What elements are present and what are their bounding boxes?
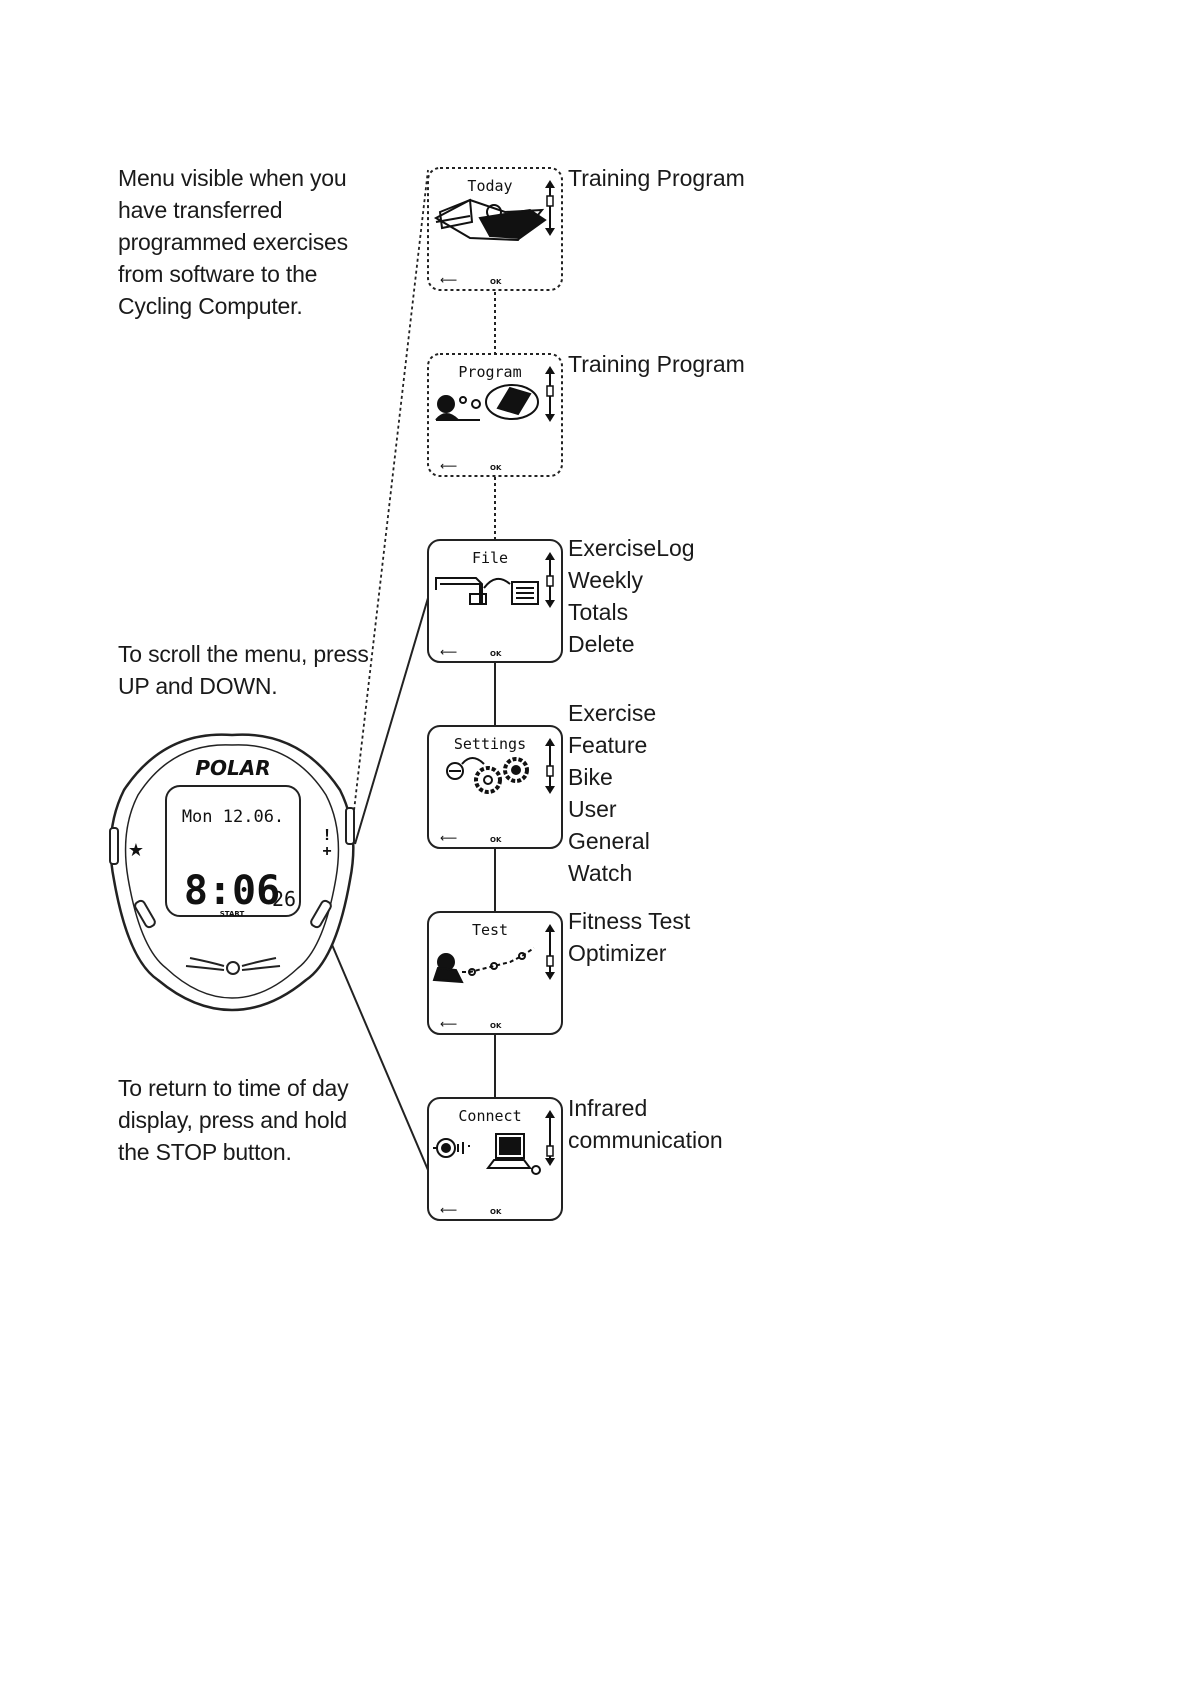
light-button[interactable] [109,827,119,865]
device-brand-logo: POLAR [195,756,270,780]
screen-today-title: Today [467,177,512,195]
screen-connect-scroll-thumb [546,1145,554,1157]
screen-test-scroll-up-icon [545,924,555,932]
down-arrow-icon: + [322,843,331,860]
device-bottom-ornament [185,957,281,975]
labels-test: Fitness Test Optimizer [568,908,691,966]
screen-program-ok-label: OK [490,464,502,472]
connector-lines [329,169,496,1171]
screen-settings-frame [427,725,563,849]
note-return: To return to time of day display, press … [118,1075,349,1165]
labels-file: ExerciseLog Weekly Totals Delete [568,535,695,657]
screen-file-back-icon: ⟵ [440,645,457,659]
screen-file-title: File [472,549,508,567]
screen-connect-back-icon: ⟵ [440,1203,457,1217]
screen-file-ok-label: OK [490,650,502,658]
screen-program-scroll-down-icon [545,414,555,422]
screen-test-ok-label: OK [490,1022,502,1030]
screen-settings-scroll-thumb [546,765,554,777]
screen-settings-scroll-down-icon [545,786,555,794]
screen-today-scroll-up-icon [545,180,555,188]
screen-test-scroll-thumb [546,955,554,967]
screen-test-back-icon: ⟵ [440,1017,457,1031]
screen-connect-scroll-down-icon [545,1158,555,1166]
screen-file-frame [427,539,563,663]
test-icon [432,947,535,984]
device-time: 8:06 [184,868,280,914]
screen-settings-scroll-up-icon [545,738,555,746]
screen-program: Program [427,353,563,477]
screen-connect-title: Connect [458,1107,521,1125]
screen-program-title: Program [458,363,521,381]
program-icon [435,384,539,421]
connect-icon [433,1133,541,1175]
menu-screens: Today Program [427,167,563,1221]
labels-program: Training Program [568,351,745,377]
screen-today-ok-label: OK [490,278,502,286]
labels-settings: Exercise Feature Bike User General Watch [568,700,657,886]
start-button[interactable] [134,899,157,929]
settings-gears-icon [446,757,529,794]
up-button[interactable] [345,807,355,845]
pointer-device-today [351,169,429,829]
screen-today: Today [427,167,563,291]
screen-settings-back-icon: ⟵ [440,831,457,845]
device-date: Mon 12.06. [182,807,284,827]
star-icon: ★ [128,840,144,860]
screen-settings-title: Settings [454,735,526,753]
pointer-device-file [354,597,429,845]
screen-connect: Connect [427,1097,563,1221]
labels-today: Training Program [568,165,745,191]
labels-connect: Infrared communication [568,1095,723,1153]
screen-today-scroll-thumb [546,195,554,207]
device-seconds: 26 [272,887,296,911]
pointer-device-connect [329,939,429,1171]
today-icon [433,198,547,242]
screen-decorations: ⟵ OK ⟵ OK ⟵ OK ⟵ OK ⟵ OK ⟵ OK [440,180,555,1217]
screen-program-back-icon: ⟵ [440,459,457,473]
stop-button[interactable] [310,899,333,929]
screen-settings-ok-label: OK [490,836,502,844]
screen-test: Test [427,911,563,1035]
screen-test-scroll-down-icon [545,972,555,980]
screen-test-frame [427,911,563,1035]
device-bezel [124,744,340,999]
screen-today-scroll-down-icon [545,228,555,236]
screen-file-scroll-down-icon [545,600,555,608]
device-start-label: START [220,910,245,918]
cycling-computer: POLAR Mon 12.06. 8:06 26 START ★ ! + [109,733,355,1012]
screen-file-scroll-up-icon [545,552,555,560]
screen-file: File [427,539,563,663]
screen-connect-scroll-up-icon [545,1110,555,1118]
screen-connect-ok-label: OK [490,1208,502,1216]
note-menu-visible: Menu visible when you have transferred p… [118,165,348,319]
screen-today-back-icon: ⟵ [440,273,457,287]
screen-program-scroll-up-icon [545,366,555,374]
note-scroll: To scroll the menu, press UP and DOWN. [118,641,369,699]
up-arrow-icon: ! [324,827,329,844]
screen-test-title: Test [472,921,508,939]
screen-settings: Settings [427,725,563,849]
file-icon [435,577,539,605]
screen-program-scroll-thumb [546,385,554,397]
device-screen [165,785,301,917]
screen-file-scroll-thumb [546,575,554,587]
